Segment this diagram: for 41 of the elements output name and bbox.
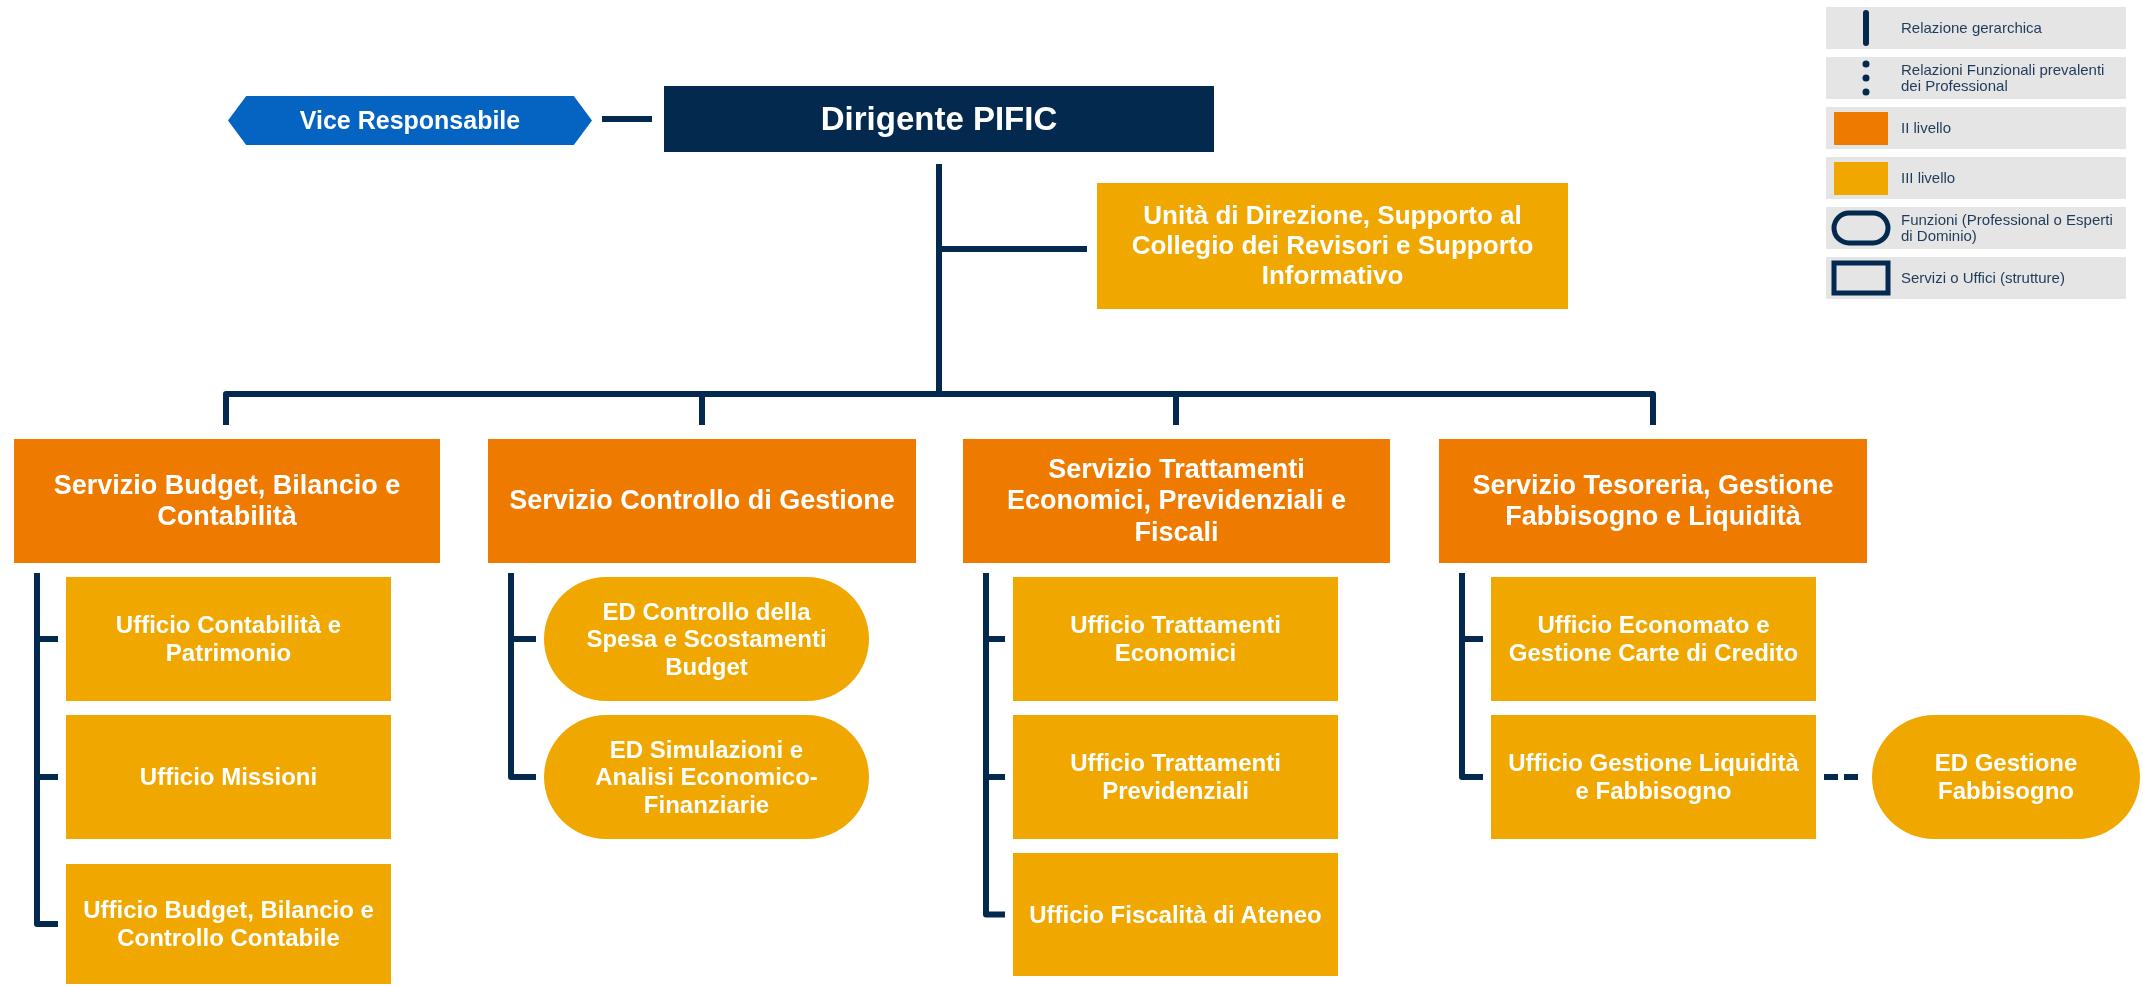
node-label: Servizio Controllo di Gestione <box>509 485 895 517</box>
connector-line <box>34 573 58 927</box>
process-box <box>1013 715 1338 839</box>
node-label: Ufficio Economato e Gestione Carte di Credito <box>1507 611 1800 667</box>
node-label: ED Simulazioni e Analisi Economico-Finanziarie <box>594 735 819 819</box>
process-box <box>1491 577 1816 701</box>
process-box <box>66 715 391 839</box>
process-box <box>664 86 1214 152</box>
process-box <box>1013 853 1338 976</box>
process-box <box>1491 715 1816 839</box>
process-box <box>66 577 391 701</box>
node-label: Ufficio Trattamenti Economici <box>1069 611 1282 667</box>
node-label: Ufficio Fiscalità di Ateneo <box>1029 900 1322 929</box>
legend-label: Funzioni (Professional o Esperti di Dominio) <box>1901 209 2114 246</box>
process-box <box>488 439 916 563</box>
node-label: Ufficio Budget, Bilancio e Controllo Contabile <box>82 896 375 952</box>
node-label: ED Gestione Fabbisogno <box>1933 749 2079 805</box>
process-box <box>1097 183 1568 309</box>
node-label: Unità di Direzione, Supporto al Collegio dei Revisori e Supporto Informativo <box>1130 201 1535 291</box>
node-label: Ufficio Trattamenti Previdenziali <box>1069 749 1282 805</box>
node-label: Vice Responsabile <box>299 106 521 135</box>
node-label: Servizio Trattamenti Economici, Previdenziali e Fiscali <box>1005 454 1348 548</box>
legend-label: III livello <box>1901 167 1957 188</box>
connector-line <box>602 116 652 122</box>
node-label: ED Controllo della Spesa e Scostamenti Budget <box>585 597 828 681</box>
process-box <box>1013 577 1338 701</box>
connector-line <box>936 164 1656 425</box>
node-label: Ufficio Missioni <box>139 763 318 791</box>
node-label: Servizio Budget, Bilancio e Contabilità <box>52 469 402 533</box>
legend-label: Relazioni Funzionali prevalenti dei Professional <box>1901 59 2106 96</box>
node-label: Servizio Tesoreria, Gestione Fabbisogno e Liquidità <box>1471 469 1835 533</box>
process-box <box>963 439 1390 563</box>
node-label: Ufficio Gestione Liquidità e Fabbisogno <box>1507 749 1800 805</box>
legend-label: II livello <box>1901 117 1953 138</box>
process-box <box>14 439 440 563</box>
node-label: Dirigente PIFIC <box>820 100 1058 138</box>
legend-label: Servizi o Uffici (strutture) <box>1901 267 2066 288</box>
process-box <box>66 864 391 984</box>
legend-label: Relazione gerarchica <box>1901 17 2043 38</box>
process-box <box>1439 439 1867 563</box>
node-label: Ufficio Contabilità e Patrimonio <box>114 611 343 667</box>
